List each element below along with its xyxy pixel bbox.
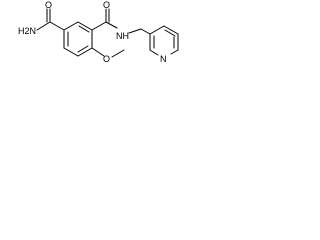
- ring-bond: [63, 21, 79, 31]
- ring-bond: [149, 49, 159, 56]
- ring-bond: [77, 21, 93, 31]
- benzene-ring: [63, 21, 93, 57]
- pyridine-ring: N: [149, 25, 179, 64]
- n-ch2-bond: [128, 28, 142, 34]
- pyridylmethyl-linker: [128, 28, 151, 35]
- amide-oxygen-label: O: [45, 0, 52, 10]
- chemical-structure-diagram: O H2N O NH N O: [18, 0, 179, 64]
- aryl-o-bond: [91, 47, 105, 57]
- amide-nh2-label: H2N: [18, 26, 36, 36]
- ch2-ring-bond: [140, 28, 151, 35]
- methoxy-oxygen-label: O: [103, 54, 110, 64]
- amide-oxygen-label: O: [103, 0, 110, 10]
- ring-bond: [170, 49, 179, 55]
- ring-double-bond: [77, 45, 89, 53]
- amide-c-bond: [91, 21, 107, 31]
- o-methyl-bond: [111, 49, 125, 58]
- ring-double-bond: [78, 25, 90, 33]
- secondary-amide-group: O NH: [91, 0, 129, 41]
- ring-bond: [77, 47, 93, 57]
- pyridine-nitrogen-label: N: [160, 54, 167, 64]
- amide-n-bond: [36, 21, 51, 31]
- amide-c-bond: [49, 21, 65, 31]
- ring-double-bond: [164, 29, 176, 37]
- primary-amide-group: O H2N: [18, 0, 65, 36]
- ring-bond: [163, 25, 179, 35]
- ring-bond: [63, 47, 79, 57]
- amide-n-bond: [105, 21, 118, 29]
- ring-bond: [149, 25, 165, 35]
- amide-nh-label: NH: [116, 31, 129, 41]
- methoxy-group: O: [91, 47, 125, 64]
